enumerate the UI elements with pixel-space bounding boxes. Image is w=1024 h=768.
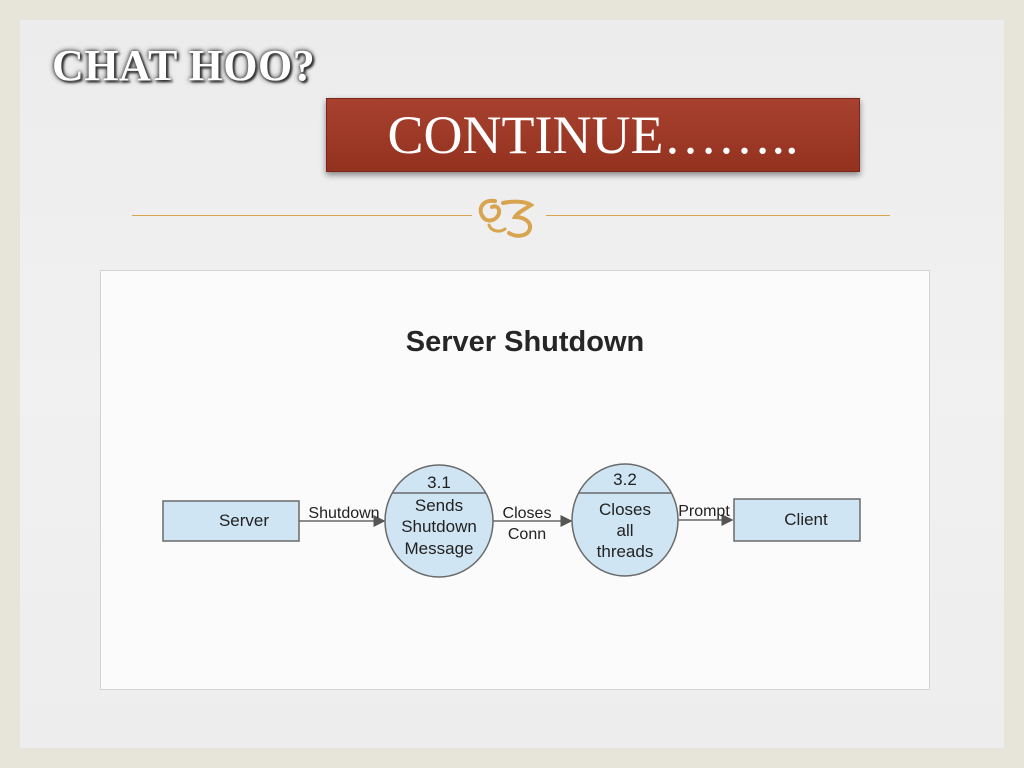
continue-banner: CONTINUE……..	[326, 98, 860, 172]
slide-title: CHAT HOO?	[52, 41, 316, 90]
flow-label-prompt: Prompt	[678, 503, 730, 520]
client-entity-label: Client	[784, 510, 828, 529]
server-entity-label: Server	[219, 511, 269, 530]
process-3-2-id: 3.2	[613, 470, 637, 489]
diagram-title: Server Shutdown	[406, 326, 645, 358]
process-3-1-id: 3.1	[427, 473, 451, 492]
process-3-1-line1: Sends	[415, 496, 463, 515]
process-3-2-line3: threads	[597, 542, 654, 561]
process-3-2-line1: Closes	[599, 500, 651, 519]
divider-line-left	[132, 215, 472, 216]
continue-banner-text: CONTINUE……..	[387, 105, 799, 165]
fleuron-ornament-icon	[478, 198, 535, 238]
flow-label-closes: Closes	[503, 505, 552, 522]
process-3-1-line2: Shutdown	[401, 517, 477, 536]
server-entity-box	[162, 500, 300, 542]
flow-label-conn: Conn	[508, 526, 546, 543]
client-entity-box	[733, 498, 861, 542]
process-3-1-line3: Message	[405, 539, 474, 558]
process-3-2-line2: all	[616, 521, 633, 540]
data-flow-diagram: Server Shutdown Server Shutdown 3.1 Send…	[162, 326, 861, 578]
diagram-figure: Server Shutdown Server Shutdown 3.1 Send…	[100, 270, 930, 690]
flow-label-shutdown: Shutdown	[308, 505, 379, 522]
divider-line-right	[546, 215, 890, 216]
